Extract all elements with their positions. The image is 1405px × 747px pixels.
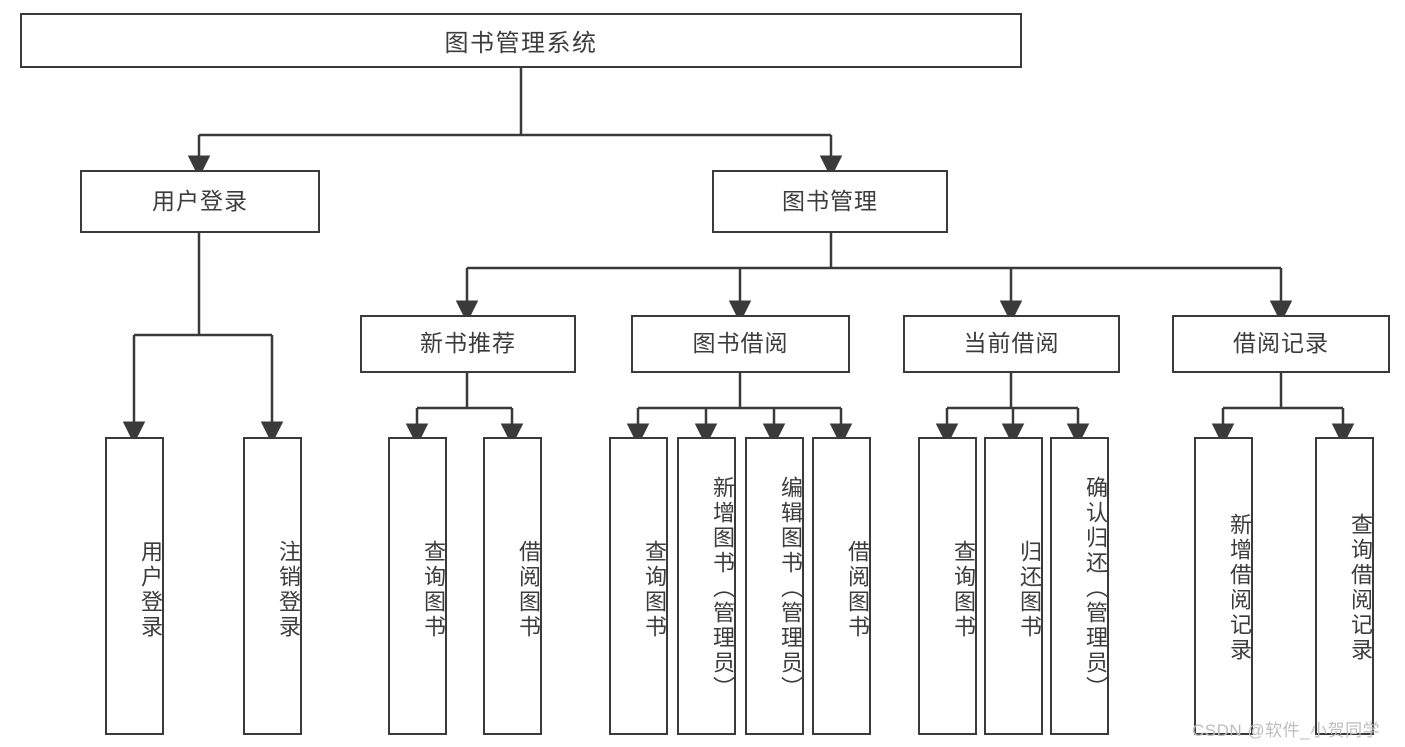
node-new-book-recommend[interactable]: 新书推荐: [360, 315, 576, 373]
node-label: 借阅记录: [1233, 330, 1329, 357]
leaf-current-return-book[interactable]: 归还图书: [984, 437, 1043, 735]
node-label: 新增借阅记录: [1227, 513, 1252, 663]
leaf-borrow-add-book-admin[interactable]: 新增图书（管理员）: [677, 437, 736, 735]
node-label: 查询图书: [951, 540, 976, 640]
leaf-record-add-record[interactable]: 新增借阅记录: [1194, 437, 1253, 735]
watermark: CSDN @软件_小贺同学: [1192, 721, 1381, 740]
node-label: 确认归还（管理员）: [1083, 475, 1108, 701]
node-current-borrow[interactable]: 当前借阅: [903, 315, 1120, 373]
node-label: 查询图书: [421, 540, 446, 640]
leaf-borrow-borrow-book[interactable]: 借阅图书: [812, 437, 871, 735]
leaf-recommend-query-book[interactable]: 查询图书: [388, 437, 447, 735]
node-label: 归还图书: [1017, 540, 1042, 640]
leaf-record-query-record[interactable]: 查询借阅记录: [1315, 437, 1374, 735]
node-label: 图书管理系统: [444, 30, 598, 57]
leaf-current-confirm-return-admin[interactable]: 确认归还（管理员）: [1050, 437, 1109, 735]
node-label: 图书借阅: [692, 330, 789, 357]
leaf-borrow-query-book[interactable]: 查询图书: [609, 437, 668, 735]
node-label: 查询借阅记录: [1348, 513, 1373, 663]
node-label: 注销登录: [276, 540, 301, 640]
node-label: 借阅图书: [516, 540, 541, 640]
node-book-management[interactable]: 图书管理: [712, 170, 948, 233]
leaf-user-login[interactable]: 用户登录: [105, 437, 164, 735]
leaf-borrow-edit-book-admin[interactable]: 编辑图书（管理员）: [745, 437, 804, 735]
node-borrow-record[interactable]: 借阅记录: [1172, 315, 1390, 373]
node-label: 新增图书（管理员）: [710, 475, 735, 701]
leaf-recommend-borrow-book[interactable]: 借阅图书: [483, 437, 542, 735]
leaf-current-query-book[interactable]: 查询图书: [918, 437, 977, 735]
node-label: 查询图书: [642, 540, 667, 640]
node-label: 新书推荐: [420, 330, 516, 357]
node-label: 图书管理: [782, 187, 878, 214]
node-book-borrow[interactable]: 图书借阅: [631, 315, 850, 373]
node-label: 用户登录: [152, 187, 248, 214]
node-root-system[interactable]: 图书管理系统: [20, 13, 1022, 68]
leaf-user-logout[interactable]: 注销登录: [243, 437, 302, 735]
node-label: 当前借阅: [963, 330, 1060, 357]
node-label: 编辑图书（管理员）: [778, 475, 803, 701]
node-label: 用户登录: [138, 540, 163, 640]
node-label: 借阅图书: [845, 540, 870, 640]
node-user-login[interactable]: 用户登录: [80, 170, 320, 233]
